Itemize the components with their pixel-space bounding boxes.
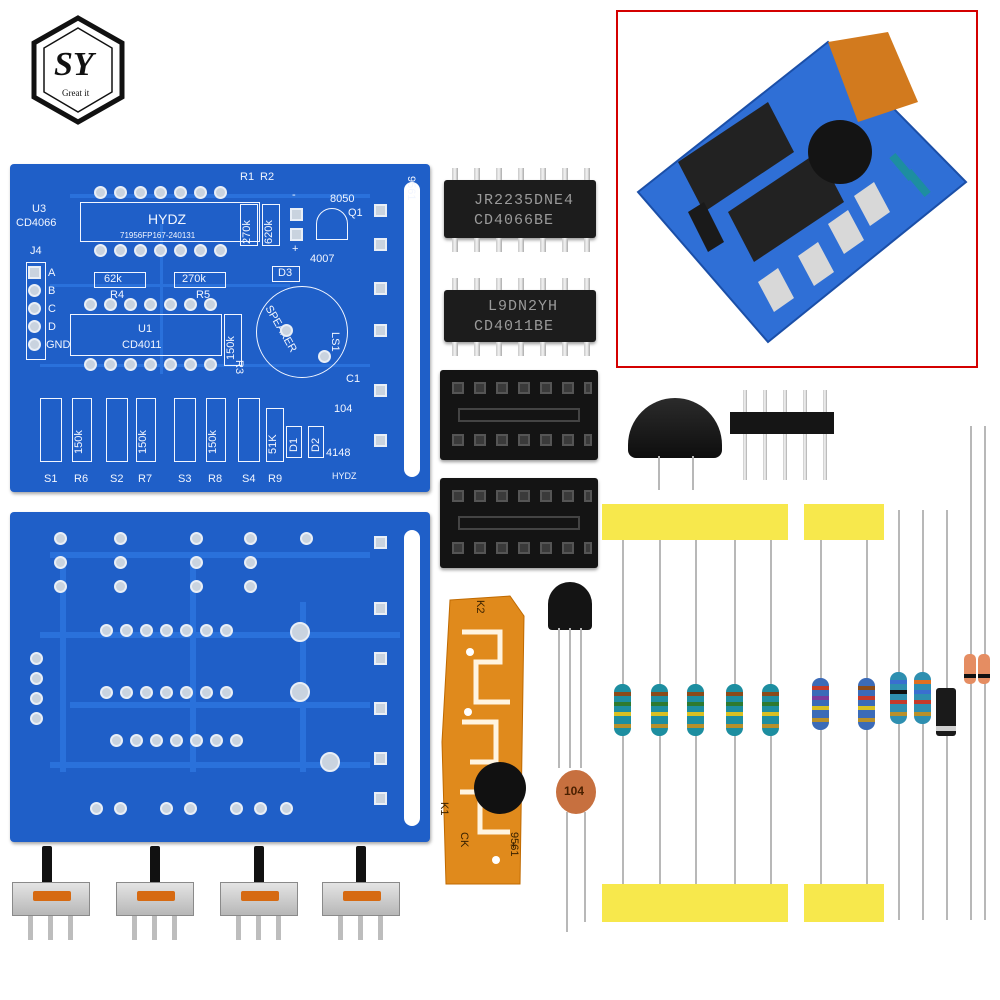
assembled-board-photo (616, 10, 978, 368)
signal-diode (978, 654, 990, 684)
d3-label: D3 (278, 267, 293, 279)
ic2-line2: CD4011BE (474, 318, 555, 335)
c1-value: 104 (334, 403, 353, 415)
slide-switch (220, 846, 300, 946)
ls1-label: LS1 (329, 332, 341, 352)
pcb-brand-label: HYDZ (148, 211, 187, 227)
pin-c-label: C (48, 303, 56, 315)
r2-value: 620k (263, 220, 275, 244)
s2-label: S2 (110, 473, 124, 485)
q1-label: Q1 (348, 207, 363, 219)
resistor (890, 672, 907, 724)
s3-label: S3 (178, 473, 192, 485)
minus-label: - (292, 189, 296, 201)
ic-code-label: 9561 (405, 176, 417, 201)
sound-module: K2 K1 CK 9561 + (438, 592, 530, 888)
speaker-outline (256, 286, 348, 378)
resistor (762, 684, 779, 736)
signal-diode (964, 654, 976, 684)
u1-label: U1 (138, 323, 153, 335)
r3-label: R3 (233, 360, 245, 375)
u3-part-label: CD4066 (16, 217, 57, 229)
c1-label: C1 (346, 373, 361, 385)
module-k1-label: K1 (438, 802, 450, 816)
d1-label: D1 (288, 437, 300, 452)
ic-cd4066: JR2235DNE4 CD4066BE (444, 180, 596, 238)
ic-socket-2 (440, 478, 598, 568)
r5-label: R5 (196, 289, 211, 301)
capacitor-value: 104 (564, 784, 585, 798)
transistor (548, 582, 592, 630)
assembled-pcb-illustration (636, 32, 968, 344)
pin-a-label: A (48, 267, 56, 279)
slide-switch (322, 846, 402, 946)
pin-d-label: D (48, 321, 56, 333)
module-plus-label: + (510, 838, 518, 852)
u3-label: U3 (32, 203, 47, 215)
resistor-tape-top-right (804, 504, 884, 540)
resistor (614, 684, 631, 736)
r7-value: 150k (137, 430, 149, 454)
plus-label: + (292, 243, 299, 255)
r1-value: 270k (241, 220, 253, 244)
r9-label: R9 (268, 473, 283, 485)
r3-value: 150k (225, 336, 237, 360)
resistor-tape-top-left (602, 504, 788, 540)
rectifier-diode (936, 688, 956, 736)
r6-label: R6 (74, 473, 89, 485)
ic2-line1: L9DN2YH (488, 298, 559, 315)
r7-label: R7 (138, 473, 153, 485)
ic1-line2: CD4066BE (474, 212, 555, 229)
r5-value: 270k (182, 273, 206, 285)
pcb-top: 9561 U3 CD4066 HYDZ 71956FP167-240131 R1… (10, 164, 430, 492)
resistor (687, 684, 704, 736)
r2-label: R2 (260, 171, 275, 183)
ic-cd4011: L9DN2YH CD4011BE (444, 290, 596, 342)
q1-part-label: 8050 (330, 193, 355, 205)
resistor (858, 678, 875, 730)
resistor (914, 672, 931, 724)
resistor (726, 684, 743, 736)
brand-logo: SY Great it (28, 14, 128, 126)
r1-label: R1 (240, 171, 255, 183)
r8-label: R8 (208, 473, 223, 485)
u1-part-label: CD4011 (122, 339, 162, 351)
d-part-label: 4148 (326, 447, 351, 459)
hexagon-logo-icon (31, 15, 125, 125)
slide-switch (116, 846, 196, 946)
logo-tagline: Great it (62, 88, 90, 98)
slide-switch (12, 846, 92, 946)
pin-b-label: B (48, 285, 56, 297)
resistor (812, 678, 829, 730)
s1-label: S1 (44, 473, 58, 485)
ic-socket-1 (440, 370, 598, 460)
resistor-tape-bottom-left (602, 884, 788, 922)
resistor-tape-bottom-right (804, 884, 884, 922)
s4-label: S4 (242, 473, 256, 485)
r4-label: R4 (110, 289, 125, 301)
pin-gnd-label: GND (46, 339, 71, 351)
pcb-bottom (10, 512, 430, 842)
buzzer (628, 398, 722, 458)
d2-label: D2 (310, 437, 322, 452)
pin-header (730, 412, 834, 434)
pcb-brand2-label: HYDZ (332, 471, 357, 481)
resistor (651, 684, 668, 736)
sound-module-board-icon (441, 595, 526, 885)
r8-value: 150k (207, 430, 219, 454)
d3-part-label: 4007 (310, 253, 335, 265)
j4-label: J4 (30, 245, 42, 257)
ceramic-capacitor: 104 (556, 770, 596, 814)
r6-value: 150k (73, 430, 85, 454)
logo-letters: SY (54, 46, 94, 83)
r9-value: 51K (267, 434, 279, 454)
module-ck-label: CK (458, 832, 470, 848)
ic1-line1: JR2235DNE4 (474, 192, 575, 209)
r4-value: 62k (104, 273, 122, 285)
pcb-code-label: 71956FP167-240131 (120, 231, 196, 240)
module-k2-label: K2 (474, 600, 486, 614)
